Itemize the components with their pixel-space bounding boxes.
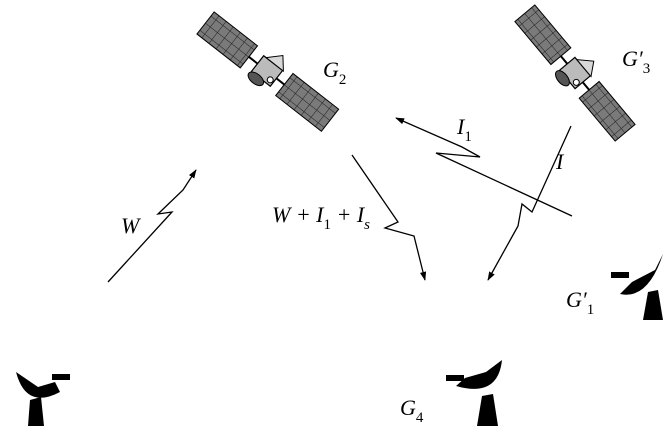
label-g2: G2 <box>323 57 346 88</box>
label-combined-signal: W + I1 + Is <box>272 202 370 233</box>
interference-i1-arrow <box>396 118 572 216</box>
label-w: W <box>121 213 141 238</box>
label-g4: G4 <box>400 395 424 426</box>
earth-station-left-icon <box>16 372 70 426</box>
earth-station-g4-icon <box>446 360 502 426</box>
earth-station-g1-prime-icon <box>611 254 663 320</box>
satellite-g3-prime-icon <box>511 0 642 144</box>
label-i1: I1 <box>456 114 472 145</box>
label-g1-prime: G′1 <box>566 287 594 318</box>
label-i: I <box>555 149 565 174</box>
satellite-g2-icon <box>194 6 343 135</box>
label-g3-prime: G′3 <box>622 46 650 77</box>
